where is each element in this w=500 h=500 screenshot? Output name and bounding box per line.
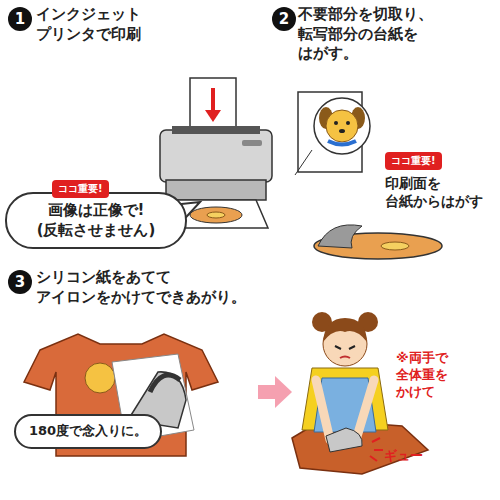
speech-bubble: 180度で念入りに。 <box>14 414 162 449</box>
step-number: 1 <box>8 7 32 31</box>
step-number-text: 1 <box>8 7 32 31</box>
bubble-text: 画像は正像で! (反転させません) <box>20 201 172 240</box>
step-number: 3 <box>8 270 32 294</box>
note-label: インクジェット プリンタで印刷 <box>36 5 161 44</box>
note-label: シリコン紙をあてて アイロンをかけてできあがり。 <box>36 268 261 307</box>
bubble-text: 180度で念入りに。 <box>29 423 147 440</box>
note-label: 不要部分を切取り、 転写部分の台紙を はがす。 <box>298 5 450 64</box>
speech-bubble: 画像は正像で! (反転させません) <box>5 192 187 249</box>
note-label: ギュー <box>384 448 444 465</box>
step-number: 2 <box>272 7 296 31</box>
step-number-text: 3 <box>8 270 32 294</box>
step-number-text: 2 <box>272 7 296 31</box>
note-label: 印刷面を 台紙からはがす <box>385 174 493 210</box>
important-badge: ココ重要! <box>52 180 109 198</box>
important-badge: ココ重要! <box>385 152 442 170</box>
badge-text: ココ重要! <box>58 182 103 196</box>
badge-text: ココ重要! <box>391 154 436 168</box>
note-label: ※両手で 全体重を かけて <box>396 350 460 401</box>
